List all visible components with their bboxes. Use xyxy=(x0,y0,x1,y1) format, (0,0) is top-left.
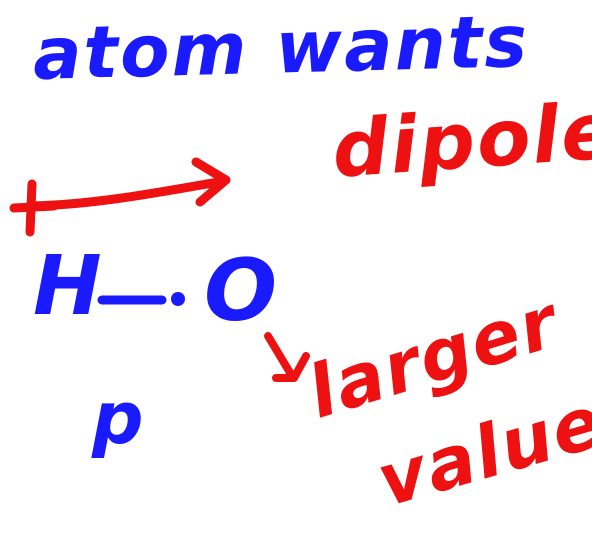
oxygen-atom-text: O xyxy=(204,241,280,341)
arrowhead xyxy=(191,157,231,207)
dipole-text: dipole xyxy=(329,86,592,196)
plus-sign-vertical xyxy=(25,179,37,237)
arrow-shaft xyxy=(25,177,223,211)
p-symbol-text: p xyxy=(92,376,146,460)
plus-sign-horizontal xyxy=(9,201,59,213)
atom-wants-text: atom wants xyxy=(31,0,531,96)
bond-dot xyxy=(171,292,185,306)
hydrogen-atom-text: H xyxy=(33,239,104,334)
down-arrow-shaft xyxy=(264,332,296,380)
dipole-arrow: + xyxy=(9,157,231,237)
bond xyxy=(97,292,185,306)
